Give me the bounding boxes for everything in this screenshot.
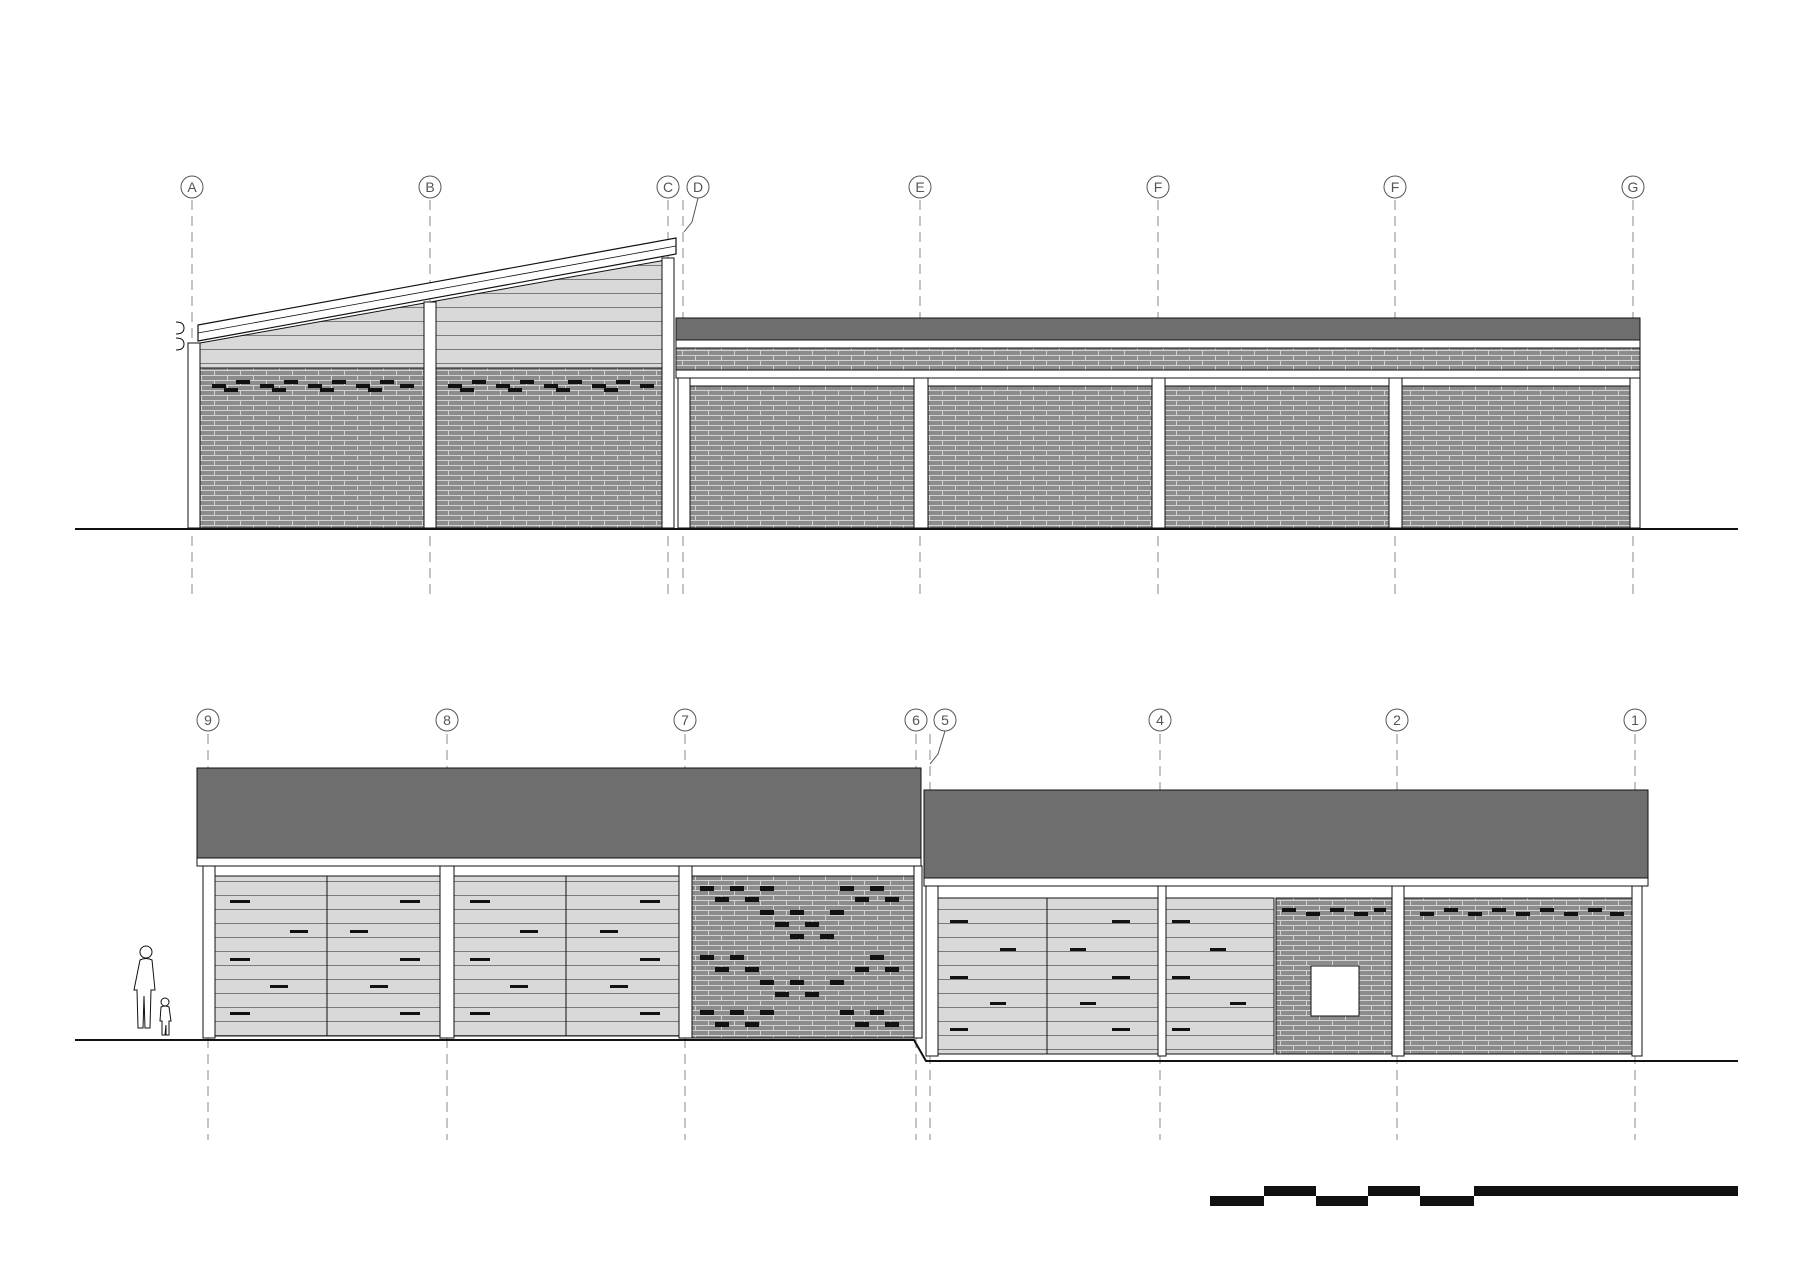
- grid-bubble-2: 2: [1385, 708, 1409, 732]
- grid-label-f2: F: [1391, 179, 1400, 195]
- bottom-left-roof: [196, 767, 922, 859]
- bottom-ground-line: [75, 1039, 1738, 1062]
- top-elevation: A B C D E F F: [75, 175, 1738, 595]
- grid-label-g: G: [1628, 179, 1639, 195]
- grid-bubble-1: 1: [1623, 708, 1647, 732]
- grid-bubble-e: E: [908, 175, 932, 199]
- scale-seg-long: [1474, 1186, 1738, 1196]
- bottom-left-block: [196, 767, 923, 1039]
- grid-label-2: 2: [1393, 712, 1401, 728]
- brick-panel-1: [689, 385, 915, 529]
- grid-label-1: 1: [1631, 712, 1639, 728]
- grid-bubble-a: A: [180, 175, 204, 199]
- brick-openings-row-bottom-right: [1282, 908, 1624, 916]
- small-window: [1310, 965, 1360, 1017]
- grid-bubble-f1: F: [1146, 175, 1170, 199]
- grid-label-7: 7: [681, 712, 689, 728]
- grid-bubble-7: 7: [673, 708, 697, 732]
- grid-offset-leader-5: [929, 730, 946, 765]
- brick-panel-4: [1401, 385, 1631, 529]
- grid-label-d: D: [693, 179, 703, 195]
- grid-bubble-g: G: [1621, 175, 1645, 199]
- scale-seg-4: [1368, 1186, 1420, 1196]
- top-flat-roof: [675, 317, 1641, 341]
- grid-bubble-5: 5: [933, 708, 957, 732]
- grid-label-e: E: [915, 179, 924, 195]
- grid-label-4: 4: [1156, 712, 1164, 728]
- top-grid-bubbles: A B C D E F F: [180, 175, 1645, 233]
- bottom-right-block: [923, 789, 1649, 1057]
- scale-seg-1: [1210, 1196, 1264, 1206]
- grid-offset-leader-d: [683, 197, 699, 233]
- grid-bubble-f2: F: [1383, 175, 1407, 199]
- bottom-right-roof: [923, 789, 1649, 879]
- bottom-elevation: 9 8 7 6 5 4 2: [75, 708, 1738, 1140]
- bottom-grid-bubbles: 9 8 7 6 5 4 2: [196, 708, 1647, 765]
- grid-label-9: 9: [204, 712, 212, 728]
- brick-panel-3: [1164, 385, 1390, 529]
- scale-seg-5: [1420, 1196, 1474, 1206]
- grid-bubble-8: 8: [435, 708, 459, 732]
- person-silhouette-icon: [133, 945, 172, 1036]
- louver-slot-marks-right: [950, 920, 1246, 1031]
- grid-bubble-6: 6: [904, 708, 928, 732]
- grid-bubble-9: 9: [196, 708, 220, 732]
- top-left-wing: [175, 237, 677, 529]
- grid-label-b: B: [425, 179, 434, 195]
- roof-break-mark: [175, 321, 185, 351]
- grid-label-a: A: [187, 179, 197, 195]
- grid-label-8: 8: [443, 712, 451, 728]
- scale-bar: [1210, 1186, 1738, 1206]
- bottom-right-brick-2: [1403, 897, 1633, 1055]
- brick-panel-2: [927, 385, 1153, 529]
- grid-bubble-c: C: [656, 175, 680, 199]
- grid-bubble-b: B: [418, 175, 442, 199]
- grid-bubble-d: D: [686, 175, 710, 199]
- grid-bubble-4: 4: [1148, 708, 1172, 732]
- top-right-brick-band: [675, 347, 1641, 371]
- louver-slot-marks: [230, 900, 660, 1015]
- top-right-block: [675, 317, 1641, 529]
- grid-label-c: C: [663, 179, 673, 195]
- scale-seg-2: [1264, 1186, 1316, 1196]
- scale-seg-3: [1316, 1196, 1368, 1206]
- grid-label-6: 6: [912, 712, 920, 728]
- brick-diamond-openings: [700, 886, 899, 1027]
- brick-openings-row-top-left: [212, 380, 654, 392]
- grid-label-f1: F: [1154, 179, 1163, 195]
- grid-label-5: 5: [941, 712, 949, 728]
